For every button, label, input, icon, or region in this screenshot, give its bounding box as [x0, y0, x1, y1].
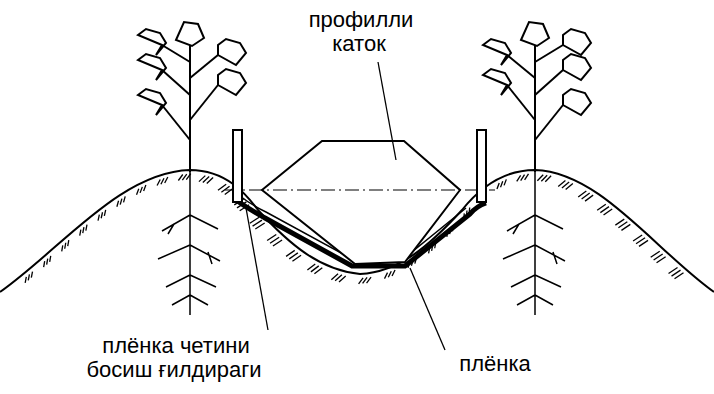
leader-line: [378, 62, 396, 160]
plants: [138, 22, 591, 315]
branch: [507, 55, 535, 78]
leaf: [483, 39, 511, 65]
branch: [162, 70, 190, 95]
hatch-stroke: [392, 270, 395, 276]
hatch-stroke: [639, 240, 648, 246]
hatch-stroke: [157, 180, 160, 186]
leaf: [521, 22, 549, 46]
hatch-stroke: [525, 174, 529, 180]
leaf: [483, 69, 511, 95]
branch: [535, 70, 563, 95]
roots: [158, 172, 220, 315]
hatch-stroke: [585, 195, 593, 201]
hatch-stroke: [517, 175, 521, 181]
pressing-wheel: [477, 130, 486, 202]
leader-line: [410, 268, 445, 350]
branch: [535, 105, 563, 140]
hatch-stroke: [367, 277, 371, 283]
leaf: [218, 69, 246, 95]
plant: [138, 22, 246, 315]
leaf: [563, 89, 591, 115]
callout-label: профилли каток: [300, 8, 420, 56]
profiled-roller: [262, 141, 460, 264]
hatch-stroke: [339, 276, 346, 282]
label-text: профилли каток: [307, 7, 414, 56]
hatch-stroke: [47, 259, 48, 265]
hatch-stroke: [161, 178, 164, 184]
hatch-stroke: [86, 225, 87, 231]
hatch-stroke: [273, 240, 282, 246]
hatch-stroke: [101, 212, 102, 218]
hatch-stroke: [165, 177, 168, 183]
hatch-stroke: [140, 187, 142, 193]
hatch-stroke: [388, 271, 391, 277]
hatch-stroke: [497, 183, 499, 189]
hatch-stroke: [124, 196, 126, 202]
hatch-stroke: [207, 177, 213, 183]
leaf: [563, 29, 591, 55]
hatch-stroke: [44, 261, 45, 267]
hatch-stroke: [68, 240, 69, 246]
leaf: [218, 39, 246, 65]
axis-line: [225, 189, 495, 190]
hatch-stroke: [62, 245, 63, 251]
hatch-stroke: [675, 273, 684, 279]
hatch-stroke: [545, 176, 551, 182]
leader-line: [246, 208, 268, 330]
branch: [162, 45, 190, 62]
pressing-wheel: [233, 130, 242, 202]
hatch-stroke: [98, 215, 99, 221]
hatch-stroke: [83, 227, 84, 233]
branch: [190, 85, 218, 120]
hatch-stroke: [144, 185, 146, 191]
stem: [534, 40, 536, 172]
roots: [503, 172, 565, 315]
hatch-stroke: [292, 255, 301, 261]
callout-label: плёнка четини босиш ғилдираги: [70, 334, 280, 382]
branch: [162, 105, 190, 140]
plant: [483, 22, 591, 315]
hatch-stroke: [80, 230, 81, 236]
hatch-stroke: [137, 189, 139, 195]
branch: [507, 85, 535, 120]
leaf: [176, 22, 204, 46]
branch: [535, 45, 563, 62]
hatch-stroke: [28, 274, 29, 280]
hatch-stroke: [120, 199, 122, 205]
label-text: плёнка четини босиш ғилдираги: [87, 333, 264, 382]
hatch-stroke: [621, 224, 630, 230]
leaf: [138, 29, 166, 55]
leaf: [138, 54, 166, 80]
hatch-stroke: [501, 181, 503, 187]
leaf: [138, 89, 166, 115]
hatch-stroke: [566, 184, 573, 190]
hatch-stroke: [657, 257, 666, 263]
hatch-stroke: [385, 273, 388, 279]
leaf: [563, 54, 591, 80]
hatch-stroke: [65, 243, 66, 249]
stem: [189, 40, 191, 172]
callout-label: плёнка: [440, 352, 550, 376]
hatch-stroke: [604, 209, 613, 215]
hatch-stroke: [104, 210, 105, 216]
label-text: плёнка: [457, 351, 532, 376]
hatch-stroke: [50, 256, 51, 262]
hatch-stroke: [31, 272, 32, 278]
hatch-stroke: [225, 188, 233, 194]
branch: [190, 55, 218, 78]
hatch-stroke: [314, 268, 322, 274]
hatch-stroke: [25, 277, 26, 283]
hatch-stroke: [117, 201, 119, 207]
hatch-stroke: [504, 179, 506, 185]
hatch-stroke: [255, 223, 264, 229]
hatch-stroke: [521, 175, 525, 181]
